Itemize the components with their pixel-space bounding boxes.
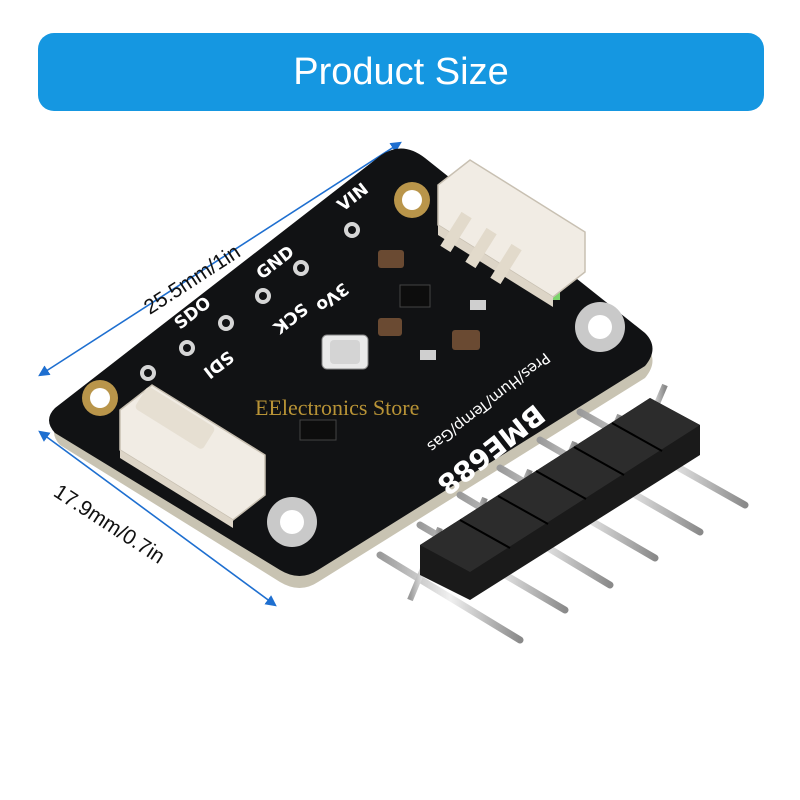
width-arrow [38,430,277,607]
header-pin-strip [376,383,749,644]
store-watermark: EElectronics Store [255,395,420,420]
product-size-banner: Product Size [38,33,764,111]
length-arrow [38,141,402,377]
banner-title: Product Size [293,50,509,93]
stemma-connector-top [437,159,586,307]
stemma-connector-left [119,384,266,528]
